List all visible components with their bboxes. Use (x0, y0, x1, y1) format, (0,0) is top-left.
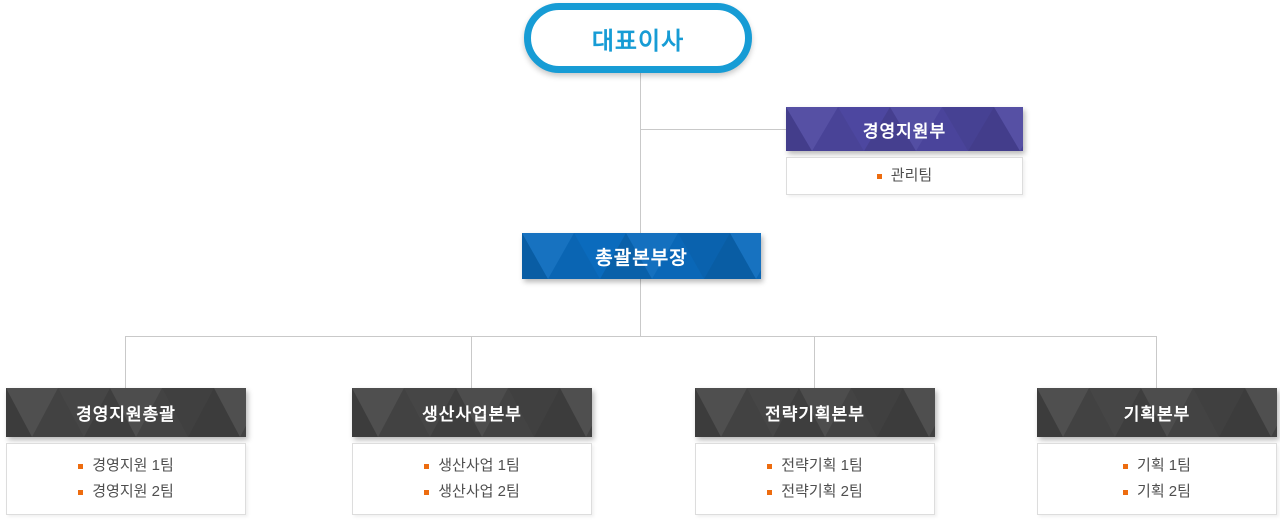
connector-ceo-to-gm (640, 73, 641, 233)
team-row: 생산사업 1팀 (424, 458, 520, 474)
node-division-3-label: 전략기획본부 (765, 405, 865, 424)
facet-pattern (6, 388, 246, 437)
team-row: 경영지원 2팀 (78, 484, 174, 500)
connector-drop-division-3 (814, 337, 815, 388)
team-label: 기획 1팀 (1137, 457, 1191, 474)
team-label: 경영지원 1팀 (92, 457, 174, 474)
facet-pattern (695, 388, 935, 437)
connector-gm-to-spine (640, 279, 641, 336)
node-division-2-label: 생산사업본부 (422, 405, 522, 424)
node-division-4-label: 기획본부 (1123, 405, 1191, 424)
facet-pattern (352, 388, 592, 437)
team-list: 경영지원 1팀 경영지원 2팀 (78, 458, 174, 500)
division-3-team-box: 전략기획 1팀 전략기획 2팀 (695, 443, 935, 515)
node-division-1-label: 경영지원총괄 (76, 405, 176, 424)
connector-drop-division-1 (125, 337, 126, 388)
team-label: 기획 2팀 (1137, 483, 1191, 500)
facet-pattern (786, 107, 1023, 151)
bullet-icon (1123, 464, 1129, 469)
team-label: 경영지원 2팀 (92, 483, 174, 500)
bullet-icon (78, 490, 84, 495)
division-2-team-box: 생산사업 1팀 생산사업 2팀 (352, 443, 592, 515)
bullet-icon (767, 490, 773, 495)
bullet-icon (424, 464, 430, 469)
bullet-icon (424, 490, 430, 495)
team-label: 관리팀 (890, 167, 933, 184)
connector-drop-division-2 (471, 337, 472, 388)
team-row: 전략기획 1팀 (767, 458, 863, 474)
node-division-4: 기획본부 (1037, 388, 1277, 437)
division-1-team-box: 경영지원 1팀 경영지원 2팀 (6, 443, 246, 515)
node-division-3: 전략기획본부 (695, 388, 935, 437)
node-support-dept: 경영지원부 (786, 107, 1023, 151)
team-row: 경영지원 1팀 (78, 458, 174, 474)
division-4-team-box: 기획 1팀 기획 2팀 (1037, 443, 1277, 515)
team-row: 기획 2팀 (1123, 484, 1191, 500)
team-row: 기획 1팀 (1123, 458, 1191, 474)
facet-pattern (1037, 388, 1277, 437)
bullet-icon (1123, 490, 1129, 495)
node-general-manager-label: 총괄본부장 (595, 247, 688, 269)
bullet-icon (767, 464, 773, 469)
bullet-icon (78, 464, 84, 469)
connector-support-branch (641, 129, 786, 130)
team-label: 전략기획 2팀 (781, 483, 863, 500)
connector-drop-division-4 (1156, 337, 1157, 388)
team-list: 전략기획 1팀 전략기획 2팀 (767, 458, 863, 500)
node-division-2: 생산사업본부 (352, 388, 592, 437)
bullet-icon (876, 174, 882, 179)
facet-pattern (522, 233, 761, 279)
node-general-manager: 총괄본부장 (522, 233, 761, 279)
node-support-dept-label: 경영지원부 (862, 121, 947, 141)
team-label: 생산사업 2팀 (438, 483, 520, 500)
node-division-1: 경영지원총괄 (6, 388, 246, 437)
team-list: 기획 1팀 기획 2팀 (1123, 458, 1191, 500)
node-ceo: 대표이사 (524, 3, 752, 73)
team-row: 관리팀 (876, 167, 933, 184)
team-label: 생산사업 1팀 (438, 457, 520, 474)
connector-spine (125, 336, 1157, 337)
node-ceo-label: 대표이사 (591, 27, 685, 55)
team-list: 생산사업 1팀 생산사업 2팀 (424, 458, 520, 500)
team-label: 전략기획 1팀 (781, 457, 863, 474)
team-row: 전략기획 2팀 (767, 484, 863, 500)
support-team-box: 관리팀 (786, 157, 1023, 195)
team-row: 생산사업 2팀 (424, 484, 520, 500)
